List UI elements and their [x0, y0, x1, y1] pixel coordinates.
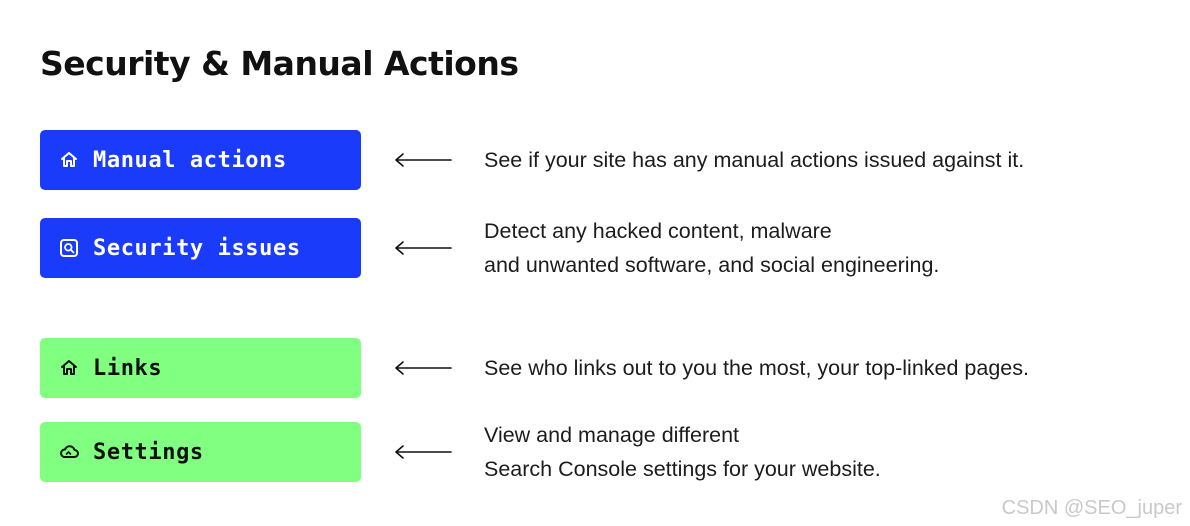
page-title: Security & Manual Actions [40, 44, 519, 83]
description-line: and unwanted software, and social engine… [484, 253, 940, 277]
row-manual-actions: Manual actions See if your site has any … [40, 130, 1170, 190]
arrow-left-icon [395, 241, 452, 255]
links-description: See who links out to you the most, your … [484, 351, 1029, 385]
description-line: See who links out to you the most, your … [484, 356, 1029, 380]
arrow-left-icon [395, 361, 452, 375]
security-issues-button[interactable]: Security issues [40, 218, 361, 278]
settings-description: View and manage different Search Console… [484, 418, 881, 486]
home-icon [58, 149, 80, 171]
home-icon [58, 357, 80, 379]
row-security-issues: Security issues Detect any hacked conten… [40, 218, 1170, 278]
row-links: Links See who links out to you the most,… [40, 338, 1170, 398]
manual-actions-button[interactable]: Manual actions [40, 130, 361, 190]
settings-button[interactable]: Settings [40, 422, 361, 482]
description-line: View and manage different [484, 423, 739, 447]
security-issues-description: Detect any hacked content, malware and u… [484, 214, 939, 282]
links-button[interactable]: Links [40, 338, 361, 398]
security-issues-label: Security issues [93, 235, 301, 261]
links-label: Links [93, 355, 163, 381]
arrow-left-icon [395, 153, 452, 167]
cloud-icon [58, 441, 80, 463]
watermark: CSDN @SEO_juper [1001, 497, 1182, 519]
arrow-left-icon [395, 445, 452, 459]
settings-label: Settings [93, 439, 204, 465]
description-line: See if your site has any manual actions … [484, 148, 1025, 172]
manual-actions-description: See if your site has any manual actions … [484, 143, 1024, 177]
row-settings: Settings View and manage different Searc… [40, 422, 1170, 482]
manual-actions-label: Manual actions [93, 147, 287, 173]
description-line: Search Console settings for your website… [484, 457, 881, 481]
search-square-icon [58, 237, 80, 259]
description-line: Detect any hacked content, malware [484, 219, 832, 243]
